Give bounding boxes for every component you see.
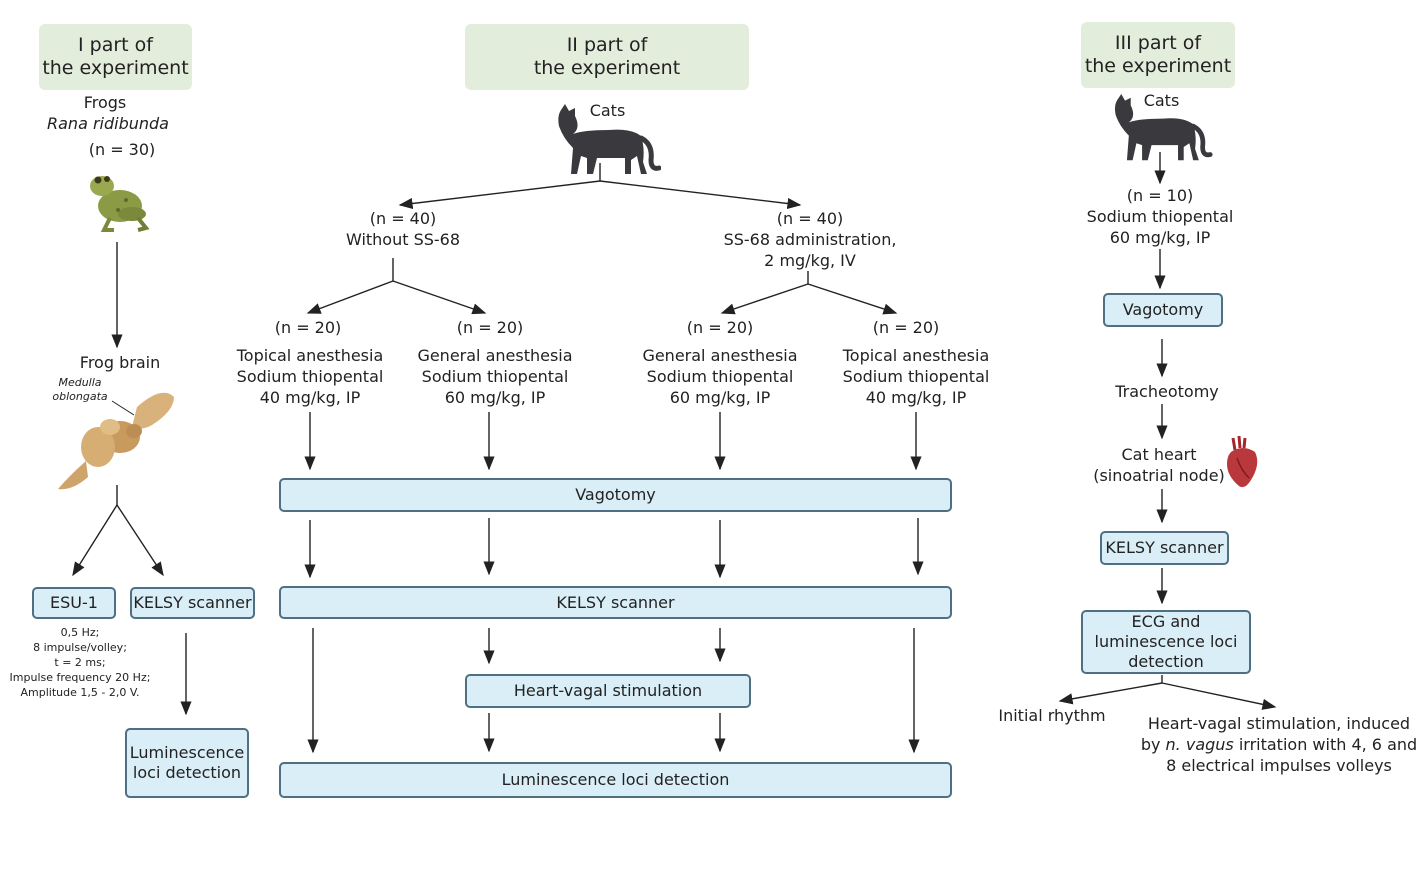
stim-text-post: irritation with 4, 6 and 8 electrical im… <box>1166 735 1418 775</box>
heart-vagal-stimulation-label: Heart-vagal stimulation, induced by n. v… <box>1134 713 1424 776</box>
heart-vagal-stimulation-box: Heart-vagal stimulation <box>465 674 751 708</box>
part-2-header: II part of the experiment <box>465 24 749 90</box>
cat-heart-label: Cat heart (sinoatrial node) <box>1093 445 1225 485</box>
part-1-luminescence-box: Luminescence loci detection <box>125 728 249 798</box>
part-1-kelsy-scanner-box: KELSY scanner <box>130 587 255 619</box>
part-3-header: III part of the experiment <box>1081 22 1235 88</box>
group-4-size: (n = 20) <box>872 318 940 337</box>
medulla-label: Medulla oblongata <box>52 376 108 403</box>
part-1-header: I part of the experiment <box>39 24 192 90</box>
frog-icon <box>90 176 150 232</box>
part-2-kelsy-scanner-box: KELSY scanner <box>279 586 952 619</box>
heart-icon <box>1227 436 1258 488</box>
stim-text-italic: n. vagus <box>1165 735 1234 754</box>
branch-ss68-administration: (n = 40) SS-68 administration, 2 mg/kg, … <box>723 209 897 270</box>
branch-without-ss68: (n = 40) Without SS-68 <box>345 209 461 249</box>
part-1-species: Frogs <box>83 93 127 112</box>
tracheotomy-label: Tracheotomy <box>1115 382 1219 401</box>
frog-brain-icon <box>58 392 174 490</box>
group-2-desc: General anesthesia Sodium thiopental 60 … <box>417 346 573 407</box>
cat-icon <box>558 104 661 174</box>
esu-1-box: ESU-1 <box>32 587 116 619</box>
initial-rhythm-label: Initial rhythm <box>998 706 1106 725</box>
cat-icon <box>1114 94 1213 161</box>
part-3-group-desc: (n = 10) Sodium thiopental 60 mg/kg, IP <box>1086 186 1234 247</box>
part-2-species: Cats <box>589 101 626 120</box>
part-3-kelsy-scanner-box: KELSY scanner <box>1100 531 1229 565</box>
part-2-vagotomy-box: Vagotomy <box>279 478 952 512</box>
esu-parameters: 0,5 Hz; 8 impulse/volley; t = 2 ms; Impu… <box>9 626 151 699</box>
group-3-desc: General anesthesia Sodium thiopental 60 … <box>642 346 798 407</box>
group-2-size: (n = 20) <box>456 318 524 337</box>
ecg-luminescence-box: ECG and luminescence loci detection <box>1081 610 1251 674</box>
part-3-species: Cats <box>1143 91 1180 110</box>
group-1-size: (n = 20) <box>274 318 342 337</box>
group-3-size: (n = 20) <box>686 318 754 337</box>
part-3-vagotomy-box: Vagotomy <box>1103 293 1223 327</box>
group-1-desc: Topical anesthesia Sodium thiopental 40 … <box>236 346 384 407</box>
group-4-desc: Topical anesthesia Sodium thiopental 40 … <box>842 346 990 407</box>
stim-text-pre: Heart-vagal stimulation, induced by <box>1140 714 1411 754</box>
part-2-luminescence-box: Luminescence loci detection <box>279 762 952 798</box>
part-1-sample-size: (n = 30) <box>88 140 156 159</box>
part-1-species-latin: Rana ridibunda <box>47 114 169 133</box>
frog-brain-label: Frog brain <box>79 353 161 372</box>
